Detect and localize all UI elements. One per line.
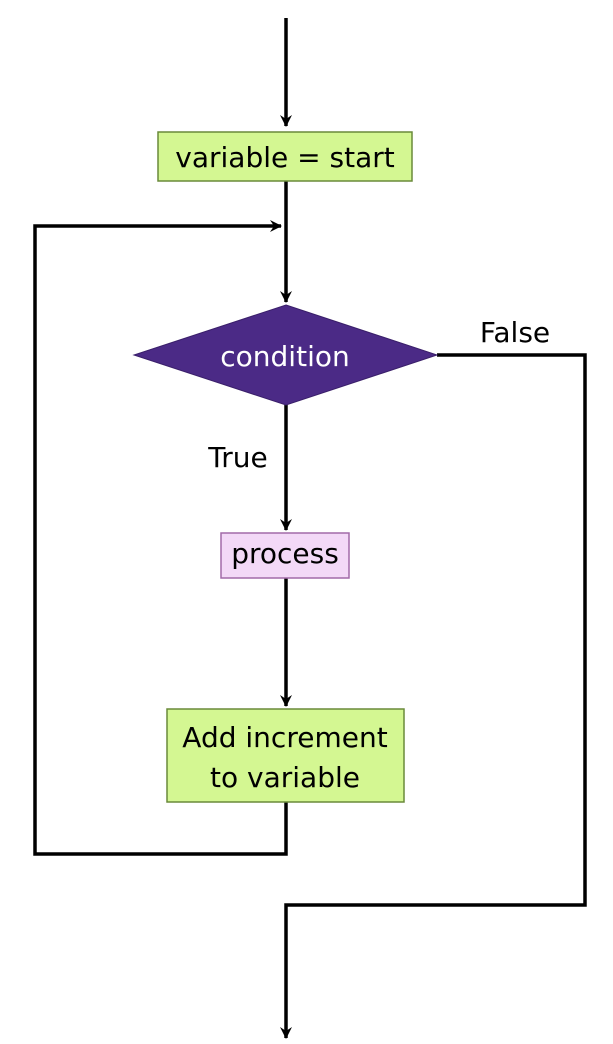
condition-node: condition bbox=[132, 304, 439, 406]
init-label: variable = start bbox=[175, 141, 394, 174]
true-label: True bbox=[207, 441, 267, 474]
init-node: variable = start bbox=[157, 131, 413, 182]
increment-node: Add increment to variable bbox=[166, 708, 405, 803]
loop-back-arrow bbox=[33, 220, 288, 856]
false-label: False bbox=[480, 316, 550, 349]
condition-label: condition bbox=[220, 340, 349, 373]
increment-label-line1: Add increment bbox=[182, 721, 387, 754]
false-branch-exit-arrow bbox=[280, 353, 587, 1039]
process-node: process bbox=[220, 532, 350, 579]
process-label: process bbox=[231, 537, 339, 570]
increment-label-line2: to variable bbox=[210, 761, 360, 794]
